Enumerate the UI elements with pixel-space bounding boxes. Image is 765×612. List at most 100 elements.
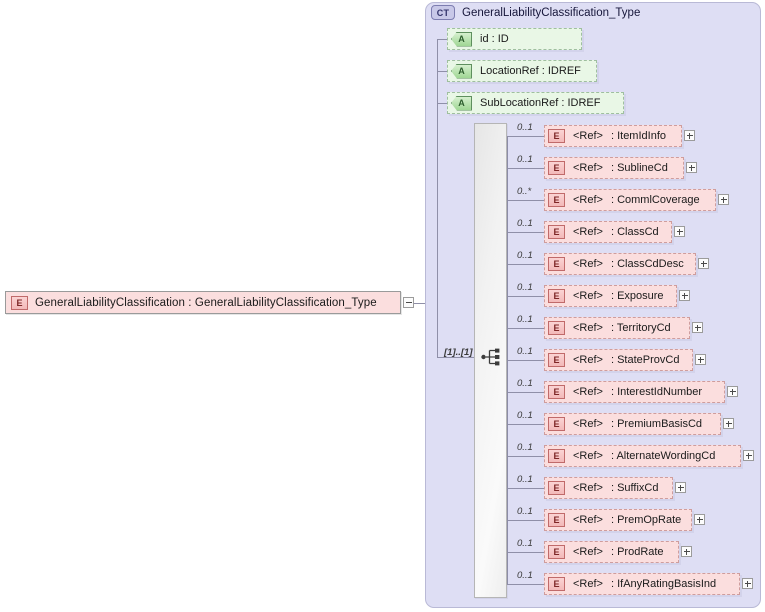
attribute-label: id : ID <box>480 33 509 45</box>
element-expand-toggle[interactable] <box>695 354 706 365</box>
element-row[interactable]: E<Ref>: ClassCd <box>544 221 672 243</box>
element-type-name: : InterestIdNumber <box>610 386 703 398</box>
element-expand-toggle[interactable] <box>684 130 695 141</box>
element-ref-label: <Ref> <box>573 226 603 238</box>
element-row[interactable]: E <Ref> : SuffixCd <box>544 477 673 499</box>
element-ref-label: <Ref> <box>573 578 603 590</box>
element-cardinality: 0..1 <box>517 378 533 389</box>
compositor-connector-line <box>437 357 481 358</box>
element-type-name: : CommlCoverage <box>610 194 700 206</box>
element-row[interactable]: E<Ref>: StateProvCd <box>544 349 693 371</box>
element-type-name: : ClassCdDesc <box>610 258 684 270</box>
element-expand-toggle[interactable] <box>718 194 729 205</box>
element-icon: E <box>548 481 565 495</box>
element-row[interactable]: E<Ref>: Exposure <box>544 285 677 307</box>
element-connector-line <box>507 456 544 457</box>
element-expand-toggle[interactable] <box>679 290 690 301</box>
element-ref-label: <Ref> <box>573 450 603 462</box>
element-cardinality: 0..1 <box>517 218 533 229</box>
element-type-name: : TerritoryCd <box>610 322 671 334</box>
element-icon: E <box>548 417 565 431</box>
element-icon: E <box>548 289 565 303</box>
element-type-name: : StateProvCd <box>610 354 680 366</box>
element-cardinality: 0..1 <box>517 282 533 293</box>
attribute-connector-line <box>437 103 447 104</box>
attribute-connector-line <box>437 39 447 40</box>
element-row[interactable]: E<Ref>: SublineCd <box>544 157 684 179</box>
element-connector-line <box>507 584 544 585</box>
element-row[interactable]: E<Ref>: AlternateWordingCd <box>544 445 741 467</box>
element-icon: E <box>548 449 565 463</box>
complextype-name: GeneralLiabilityClassification_Type <box>462 6 641 19</box>
element-ref-label: <Ref> <box>573 514 603 526</box>
element-expand-toggle[interactable] <box>686 162 697 173</box>
compositor-cardinality: [1]..[1] <box>444 347 473 358</box>
element-icon: E <box>548 321 565 335</box>
element-row[interactable]: E <Ref> : ProdRate <box>544 541 679 563</box>
element-row[interactable]: E<Ref>: ClassCdDesc <box>544 253 696 275</box>
root-element-box[interactable]: E GeneralLiabilityClassification : Gener… <box>5 291 401 314</box>
element-ref-label: <Ref> <box>573 322 603 334</box>
model-group-bar <box>474 123 507 598</box>
attribute-label: LocationRef : IDREF <box>480 65 581 77</box>
element-type-name: : IfAnyRatingBasisInd <box>610 578 717 590</box>
element-expand-toggle[interactable] <box>727 386 738 397</box>
element-type-name: : SuffixCd <box>610 482 659 494</box>
element-expand-toggle[interactable] <box>723 418 734 429</box>
element-cardinality: 0..1 <box>517 250 533 261</box>
element-row[interactable]: E<Ref>: PremiumBasisCd <box>544 413 721 435</box>
element-expand-toggle[interactable] <box>681 546 692 557</box>
root-element-collapse-toggle[interactable] <box>403 296 414 308</box>
tree-trunk-line <box>437 39 438 357</box>
element-icon: E <box>11 295 28 310</box>
element-expand-toggle[interactable] <box>743 450 754 461</box>
element-expand-toggle[interactable] <box>698 258 709 269</box>
element-connector-line <box>507 264 544 265</box>
element-connector-line <box>507 328 544 329</box>
element-row[interactable]: E <Ref> : PremOpRate <box>544 509 692 531</box>
element-icon: E <box>548 129 565 143</box>
element-row[interactable]: E <Ref> : InterestIdNumber <box>544 381 725 403</box>
element-cardinality: 0..1 <box>517 538 533 549</box>
element-expand-toggle[interactable] <box>742 578 753 589</box>
element-row[interactable]: E <Ref> : TerritoryCd <box>544 317 690 339</box>
element-row[interactable]: E<Ref>: CommlCoverage <box>544 189 716 211</box>
element-icon: E <box>548 513 565 527</box>
attribute-label: SubLocationRef : IDREF <box>480 97 601 109</box>
element-type-name: : PremOpRate <box>610 514 682 526</box>
element-expand-toggle[interactable] <box>694 514 705 525</box>
element-connector-line <box>507 296 544 297</box>
element-icon: E <box>548 385 565 399</box>
element-cardinality: 0..1 <box>517 122 533 133</box>
element-connector-line <box>507 520 544 521</box>
element-cardinality: 0..1 <box>517 506 533 517</box>
element-connector-line <box>507 392 544 393</box>
element-cardinality: 0..1 <box>517 474 533 485</box>
element-expand-toggle[interactable] <box>675 482 686 493</box>
element-expand-toggle[interactable] <box>674 226 685 237</box>
element-row[interactable]: E<Ref>: ItemIdInfo <box>544 125 682 147</box>
element-ref-label: <Ref> <box>573 418 603 430</box>
element-cardinality: 0..1 <box>517 442 533 453</box>
element-icon: E <box>548 545 565 559</box>
element-cardinality: 0..1 <box>517 410 533 421</box>
element-expand-toggle[interactable] <box>692 322 703 333</box>
element-ref-label: <Ref> <box>573 482 603 494</box>
root-element-label: GeneralLiabilityClassification : General… <box>35 296 377 309</box>
element-ref-label: <Ref> <box>573 546 603 558</box>
element-connector-line <box>507 360 544 361</box>
element-type-name: : ProdRate <box>610 546 664 558</box>
element-type-name: : SublineCd <box>610 162 668 174</box>
element-row[interactable]: E<Ref>: IfAnyRatingBasisInd <box>544 573 740 595</box>
element-ref-label: <Ref> <box>573 386 603 398</box>
element-cardinality: 0..1 <box>517 346 533 357</box>
element-connector-line <box>507 552 544 553</box>
complextype-badge: CT <box>431 5 455 20</box>
element-ref-label: <Ref> <box>573 354 603 366</box>
element-icon: E <box>548 225 565 239</box>
element-ref-label: <Ref> <box>573 194 603 206</box>
